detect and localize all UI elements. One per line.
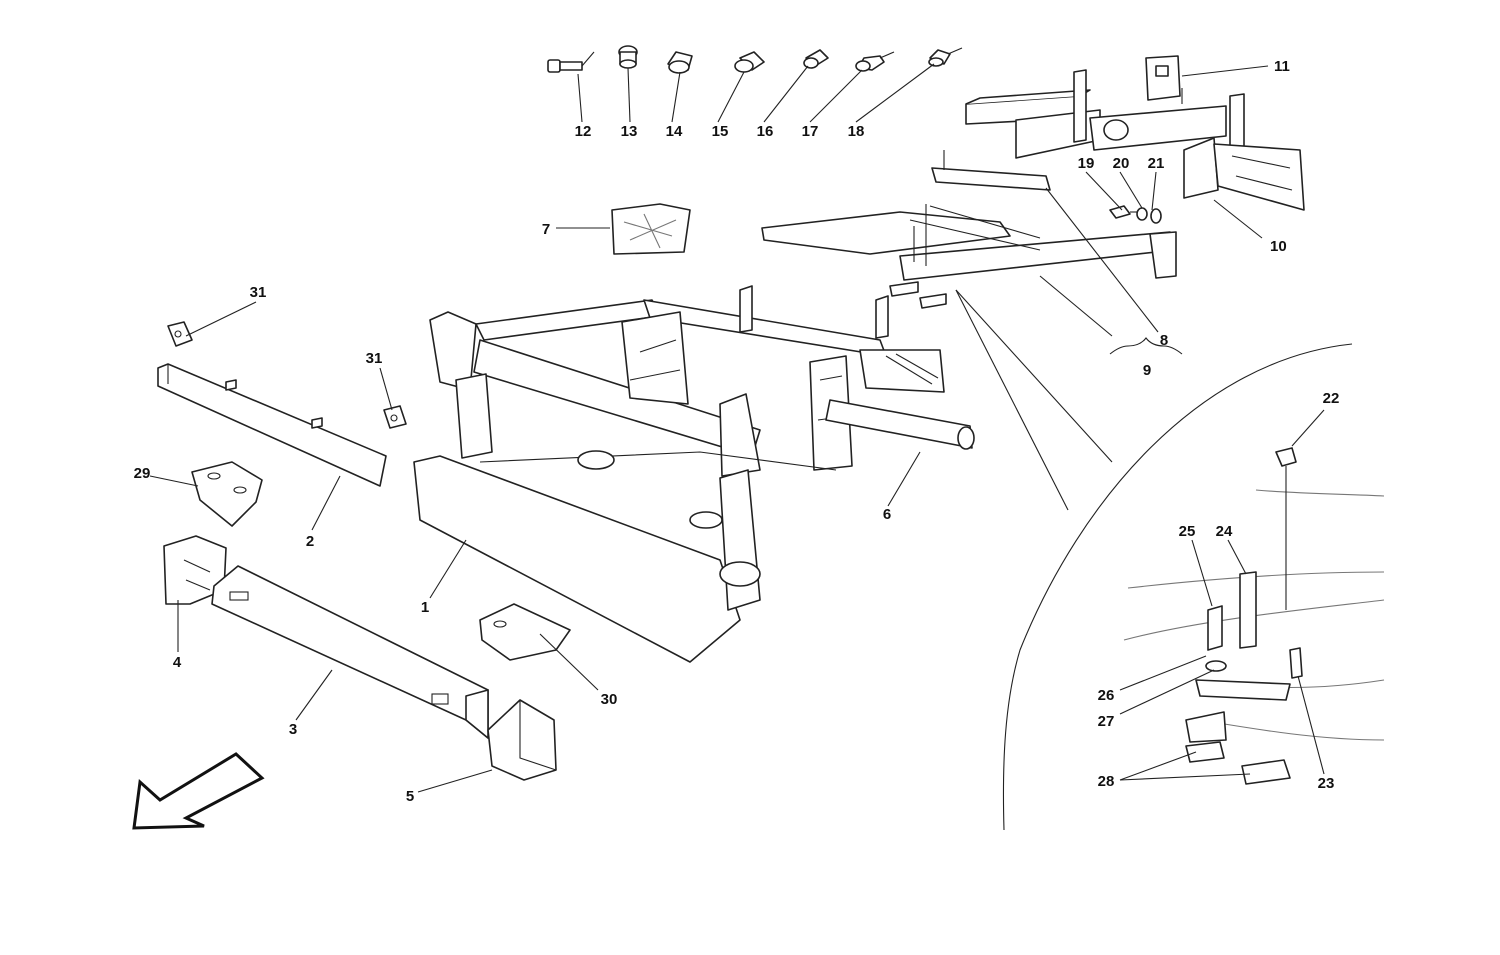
callout-24: 24 [1216,523,1233,540]
callout-20: 20 [1113,155,1130,172]
callout-8: 8 [1160,332,1168,349]
callout-3: 3 [289,721,297,738]
part-2-sill [157,363,387,487]
callout-1: 1 [421,599,429,616]
callout-16: 16 [757,123,774,140]
callout-5: 5 [406,788,414,805]
part-10-rear-frame [965,69,1305,211]
part-6-tube [825,399,975,450]
callout-2: 2 [306,533,314,550]
fastener-14 [667,51,693,74]
part-8-9-crossmember [761,150,1177,309]
callout-4: 4 [173,654,182,671]
fastener-16 [803,49,829,69]
callout-7: 7 [542,221,550,238]
callout-6: 6 [883,506,891,523]
callout-27: 27 [1098,713,1115,730]
part-30-bracket [479,603,571,661]
callout-12: 12 [575,123,592,140]
callout-15: 15 [712,123,729,140]
fastener-12 [547,51,595,73]
part-19-21-bolt-set [1109,205,1162,224]
callout-22: 22 [1323,390,1340,407]
callout-29: 29 [134,465,151,482]
fastener-13 [618,45,638,69]
callout-17: 17 [802,123,819,140]
callout-30: 30 [601,691,618,708]
part-7-block [611,203,691,255]
callout-28: 28 [1098,773,1115,790]
fastener-15 [734,51,765,73]
leader-lines [149,63,1325,793]
callout-11: 11 [1274,58,1290,75]
callout-21: 21 [1148,155,1165,172]
part-29-bracket [191,461,263,527]
callout-10: 10 [1270,238,1287,255]
callout-19: 19 [1078,155,1095,172]
callout-14: 14 [666,123,683,140]
part-11-bracket [1145,55,1183,104]
callout-31-lower: 31 [366,350,383,367]
arrow-down-left-icon [132,752,265,830]
callout-26: 26 [1098,687,1115,704]
part-3-inner-sill [211,565,489,739]
fastener-18 [928,47,963,67]
callout-23: 23 [1318,775,1335,792]
detail-view [955,289,1385,831]
callout-9: 9 [1143,362,1151,379]
part-31-clip-lower [383,405,407,429]
callout-31-upper: 31 [250,284,267,301]
part-5-corner [487,699,557,781]
callout-labels: 1 2 3 4 5 6 7 8 9 10 11 12 13 14 15 16 1… [134,58,1340,805]
callout-13: 13 [621,123,638,140]
fastener-17 [855,51,895,72]
callout-25: 25 [1179,523,1196,540]
part-31-clip-upper [167,321,193,347]
callout-18: 18 [848,123,865,140]
part-1-main-frame [413,285,945,663]
